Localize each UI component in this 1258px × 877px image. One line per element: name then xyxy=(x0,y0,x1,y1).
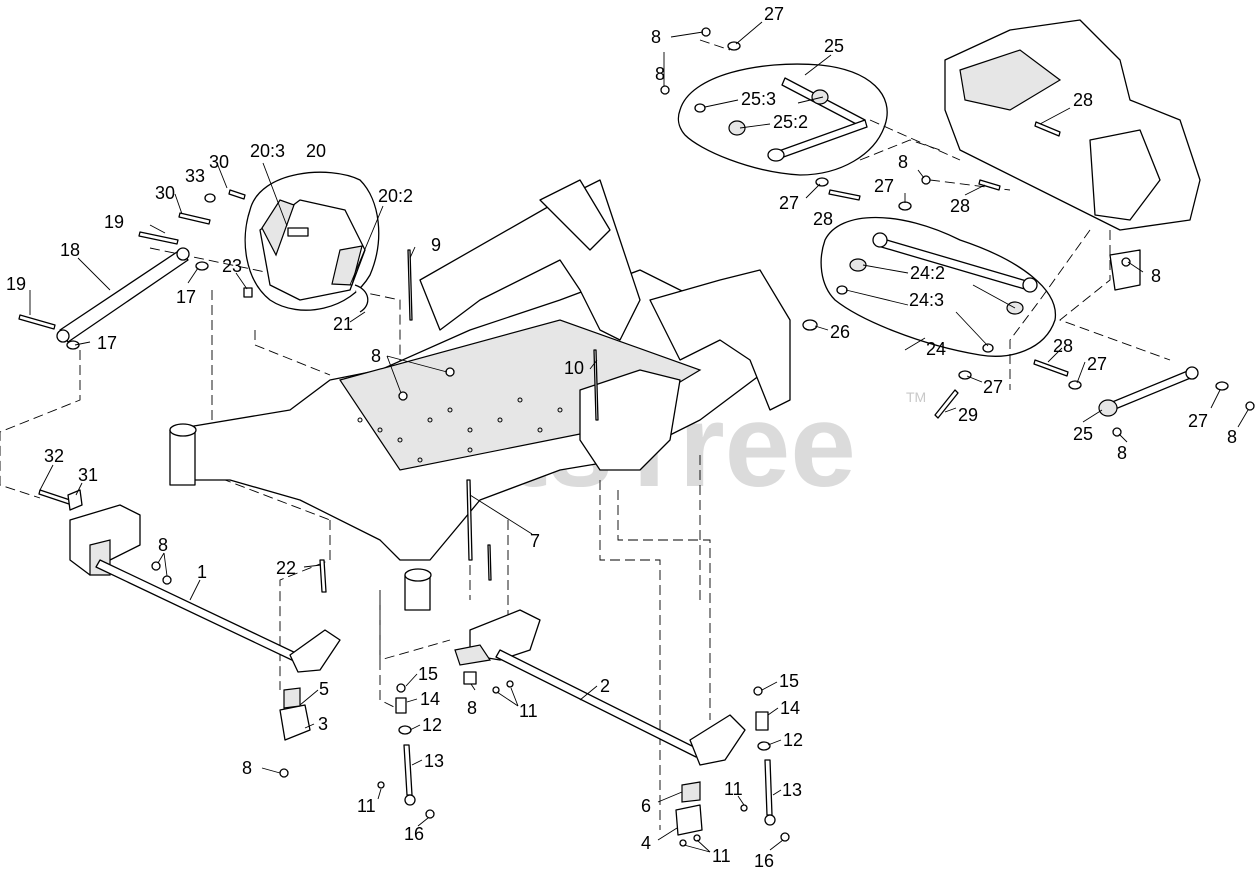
callout-8: 8 xyxy=(898,152,908,172)
callout-1: 1 xyxy=(197,562,207,582)
callout-25: 25 xyxy=(1073,424,1093,444)
callout-24-3: 24:3 xyxy=(909,290,944,310)
callout-30: 30 xyxy=(155,183,175,203)
callout-8: 8 xyxy=(467,698,477,718)
callout-28: 28 xyxy=(1073,90,1093,110)
torque-rod-25-lower xyxy=(1098,366,1199,417)
bracket-assembly-20 xyxy=(244,171,380,313)
callout-8: 8 xyxy=(1117,443,1127,463)
rear-frame xyxy=(944,19,1201,291)
callout-20: 20 xyxy=(306,141,326,161)
leader-lines xyxy=(29,21,1249,853)
callout-8: 8 xyxy=(1227,427,1237,447)
main-frame xyxy=(169,179,791,611)
callout-22: 22 xyxy=(276,558,296,578)
callout-6: 6 xyxy=(641,796,651,816)
callout-26: 26 xyxy=(830,322,850,342)
callout-18: 18 xyxy=(60,240,80,260)
callout-3: 3 xyxy=(318,714,328,734)
callout-8: 8 xyxy=(242,758,252,778)
callout-25-3: 25:3 xyxy=(741,89,776,109)
callout-9: 9 xyxy=(431,235,441,255)
callout-19: 19 xyxy=(104,212,124,232)
callout-15: 15 xyxy=(418,664,438,684)
callout-32: 32 xyxy=(44,446,64,466)
callout-8: 8 xyxy=(1151,266,1161,286)
callout-24: 24 xyxy=(926,339,946,359)
hardware-fasteners xyxy=(18,27,1255,847)
callout-labels: 8 27 8 25 25:3 25:2 28 8 27 27 28 28 24:… xyxy=(6,4,1237,871)
callout-12: 12 xyxy=(783,730,803,750)
callout-10: 10 xyxy=(564,358,584,378)
callout-27: 27 xyxy=(1087,354,1107,374)
callout-4: 4 xyxy=(641,833,651,853)
callout-24-2: 24:2 xyxy=(910,263,945,283)
callout-23: 23 xyxy=(222,256,242,276)
callout-12: 12 xyxy=(422,715,442,735)
callout-14: 14 xyxy=(420,689,440,709)
callout-29: 29 xyxy=(958,405,978,425)
callout-20-2: 20:2 xyxy=(378,186,413,206)
callout-20-3: 20:3 xyxy=(250,141,285,161)
rods-13 xyxy=(403,744,776,826)
callout-27: 27 xyxy=(983,377,1003,397)
callout-2: 2 xyxy=(600,676,610,696)
callout-11: 11 xyxy=(712,846,731,866)
callout-19: 19 xyxy=(6,274,26,294)
callout-16: 16 xyxy=(404,824,424,844)
callout-28: 28 xyxy=(813,209,833,229)
callout-17: 17 xyxy=(97,333,117,353)
callout-27: 27 xyxy=(764,4,784,24)
torque-rod-24 xyxy=(820,216,1056,357)
shaft-assembly-1 xyxy=(69,504,341,741)
shaft-assembly-2 xyxy=(454,609,746,836)
callout-25: 25 xyxy=(824,36,844,56)
callout-21: 21 xyxy=(333,314,353,334)
callout-27: 27 xyxy=(779,193,799,213)
callout-15: 15 xyxy=(779,671,799,691)
callout-31: 31 xyxy=(78,465,98,485)
callout-25-2: 25:2 xyxy=(773,112,808,132)
link-arm-18 xyxy=(56,247,190,343)
callout-14: 14 xyxy=(780,698,800,718)
callout-27: 27 xyxy=(874,176,894,196)
callout-30: 30 xyxy=(209,152,229,172)
callout-8: 8 xyxy=(158,535,168,555)
callout-11: 11 xyxy=(724,779,743,799)
callout-17: 17 xyxy=(176,287,196,307)
callout-5: 5 xyxy=(319,679,329,699)
callout-8: 8 xyxy=(371,346,381,366)
torque-rod-25 xyxy=(677,63,888,176)
callout-27: 27 xyxy=(1188,411,1208,431)
callout-8: 8 xyxy=(651,27,661,47)
callout-28: 28 xyxy=(1053,336,1073,356)
callout-7: 7 xyxy=(530,531,540,551)
callout-16: 16 xyxy=(754,851,774,871)
callout-13: 13 xyxy=(424,751,444,771)
callout-11: 11 xyxy=(519,701,538,721)
callout-8: 8 xyxy=(655,64,665,84)
callout-11: 11 xyxy=(357,796,376,816)
watermark-trademark: TM xyxy=(906,389,926,405)
callout-33: 33 xyxy=(185,166,205,186)
callout-28: 28 xyxy=(950,196,970,216)
callout-13: 13 xyxy=(782,780,802,800)
